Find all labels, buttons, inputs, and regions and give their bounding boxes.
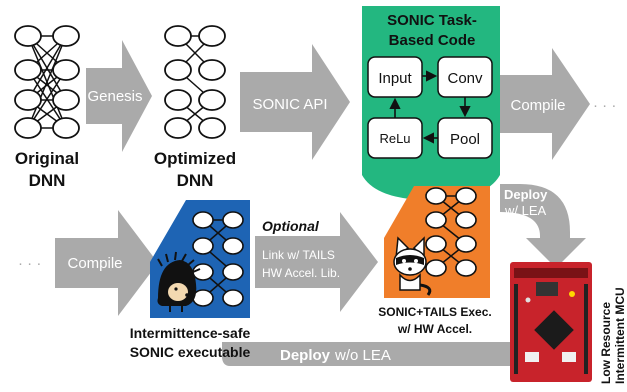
hedgehog-icon bbox=[157, 251, 201, 312]
deploy-lea-label-1: Deploy bbox=[504, 187, 548, 202]
sonic-api-label: SONIC API bbox=[252, 96, 327, 113]
tails-link-label-2: HW Accel. Lib. bbox=[262, 266, 340, 280]
deploy-lea-arrow bbox=[500, 184, 586, 268]
mcu-label-2: Intermittent MCU bbox=[613, 287, 627, 384]
tails-link-label-1: Link w/ TAILS bbox=[262, 248, 335, 262]
safe-exec-label-1: Intermittence-safe bbox=[130, 325, 251, 341]
task-flow-arrows bbox=[389, 70, 471, 144]
optional-label: Optional bbox=[262, 218, 320, 234]
deploy-lea-label-2: w/ LEA bbox=[504, 203, 547, 218]
compile-bottom-arrow bbox=[55, 210, 158, 316]
deploy-no-lea-label-rest: w/o LEA bbox=[334, 347, 391, 364]
task-relu-label: ReLu bbox=[379, 131, 410, 146]
tails-exec-label-1: SONIC+TAILS Exec. bbox=[378, 305, 491, 319]
original-dnn-label-2: DNN bbox=[29, 171, 66, 190]
compile-top-label: Compile bbox=[510, 97, 565, 114]
task-conv-label: Conv bbox=[447, 70, 483, 87]
optimized-dnn-graph bbox=[177, 35, 213, 129]
safe-exec-nodes bbox=[192, 211, 244, 307]
sonic-code-title-1: SONIC Task- bbox=[387, 12, 477, 29]
sonic-api-arrow bbox=[240, 44, 350, 160]
tails-link-arrow bbox=[255, 212, 378, 312]
raccoon-icon bbox=[393, 236, 432, 296]
genesis-label: Genesis bbox=[87, 88, 142, 105]
ellipsis-bottom: · · · bbox=[18, 255, 41, 272]
mcu-board-image bbox=[510, 262, 592, 382]
compile-bottom-label: Compile bbox=[67, 255, 122, 272]
task-input-box bbox=[367, 56, 423, 98]
sonic-code-title-2: Based Code bbox=[389, 32, 476, 49]
mcu-label-1: Low Resource bbox=[599, 302, 613, 384]
compile-top-arrow bbox=[500, 48, 590, 160]
tails-exec-label-2: w/ HW Accel. bbox=[397, 322, 472, 336]
task-pool-label: Pool bbox=[450, 131, 480, 148]
task-input-label: Input bbox=[378, 70, 412, 87]
original-dnn-label-1: Original bbox=[15, 149, 79, 168]
optimized-dnn-label-2: DNN bbox=[177, 171, 214, 190]
original-dnn-graph bbox=[27, 35, 67, 129]
deploy-no-lea-arrow bbox=[222, 328, 548, 380]
genesis-arrow bbox=[86, 40, 152, 152]
original-dnn-nodes bbox=[14, 25, 80, 139]
deploy-no-lea-label-bold: Deploy bbox=[280, 347, 331, 364]
ellipsis-top: · · · bbox=[593, 97, 616, 114]
optimized-dnn-label-1: Optimized bbox=[154, 149, 236, 168]
safe-exec-label-2: SONIC executable bbox=[130, 344, 251, 360]
optimized-dnn-nodes bbox=[164, 25, 226, 139]
tails-exec-nodes bbox=[425, 187, 477, 277]
